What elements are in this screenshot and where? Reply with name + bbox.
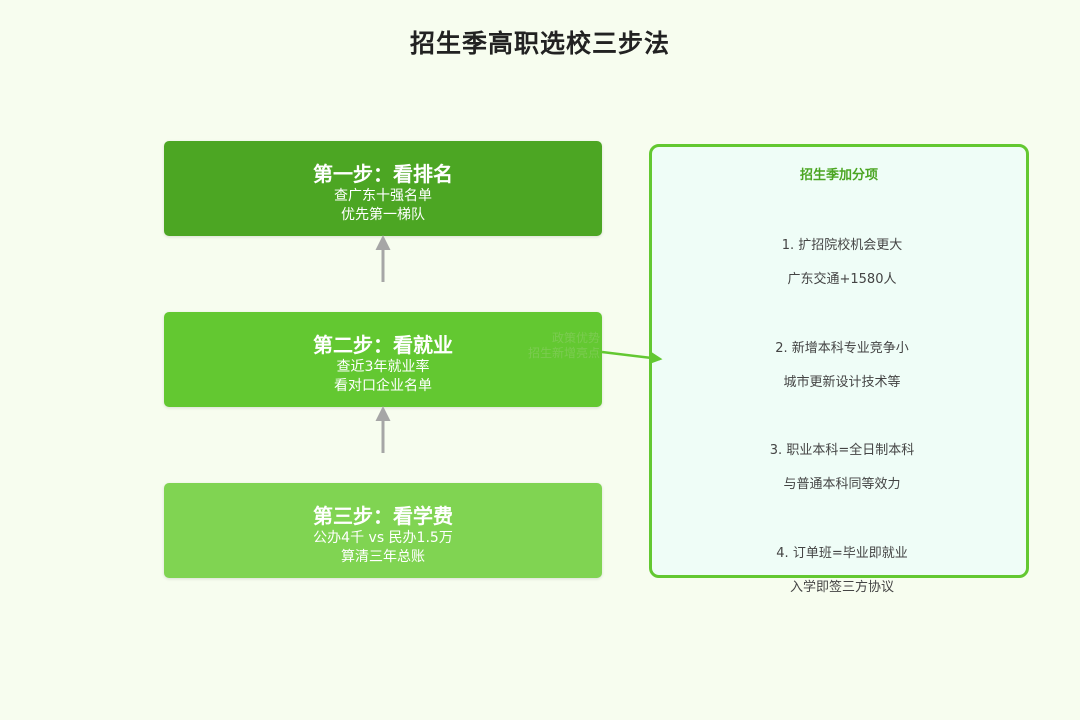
step-title: 第二步：看就业 [313, 333, 453, 357]
bonus-item-detail: 城市更新设计技术等 [783, 375, 901, 390]
step-detail: 查近3年就业率 [336, 359, 430, 375]
step-detail: 查广东十强名单 [334, 188, 432, 204]
connector-label: 政策优势 [551, 331, 600, 345]
bonus-item-label: 2. 新增本科专业竞争小 [775, 341, 909, 356]
step-detail: 优先第一梯队 [341, 207, 425, 223]
step-box-tuition: 第三步：看学费 公办4千 vs 民办1.5万 算清三年总账 [164, 483, 602, 578]
bonus-item-detail: 与普通本科同等效力 [783, 477, 901, 492]
step-title: 第三步：看学费 [313, 504, 453, 528]
step-detail: 看对口企业名单 [334, 378, 432, 394]
connector-label: 招生新增亮点 [527, 346, 600, 360]
diagram-title: 招生季高职选校三步法 [409, 29, 670, 58]
bonus-item-label: 4. 订单班=毕业即就业 [776, 546, 908, 561]
step-box-employment: 第二步：看就业 查近3年就业率 看对口企业名单 [164, 312, 602, 407]
step-title: 第一步：看排名 [313, 162, 453, 186]
bonus-item-detail: 广东交通+1580人 [787, 272, 897, 287]
step-box-ranking: 第一步：看排名 查广东十强名单 优先第一梯队 [164, 141, 602, 236]
bonus-panel [649, 144, 1029, 578]
step-detail: 算清三年总账 [341, 549, 425, 565]
bonus-heading: 招生季加分项 [799, 168, 878, 183]
bonus-item-label: 3. 职业本科=全日制本科 [769, 443, 915, 458]
step-detail: 公办4千 vs 民办1.5万 [313, 530, 453, 546]
bonus-item-detail: 入学即签三方协议 [789, 580, 894, 595]
bonus-item-label: 1. 扩招院校机会更大 [781, 238, 903, 253]
